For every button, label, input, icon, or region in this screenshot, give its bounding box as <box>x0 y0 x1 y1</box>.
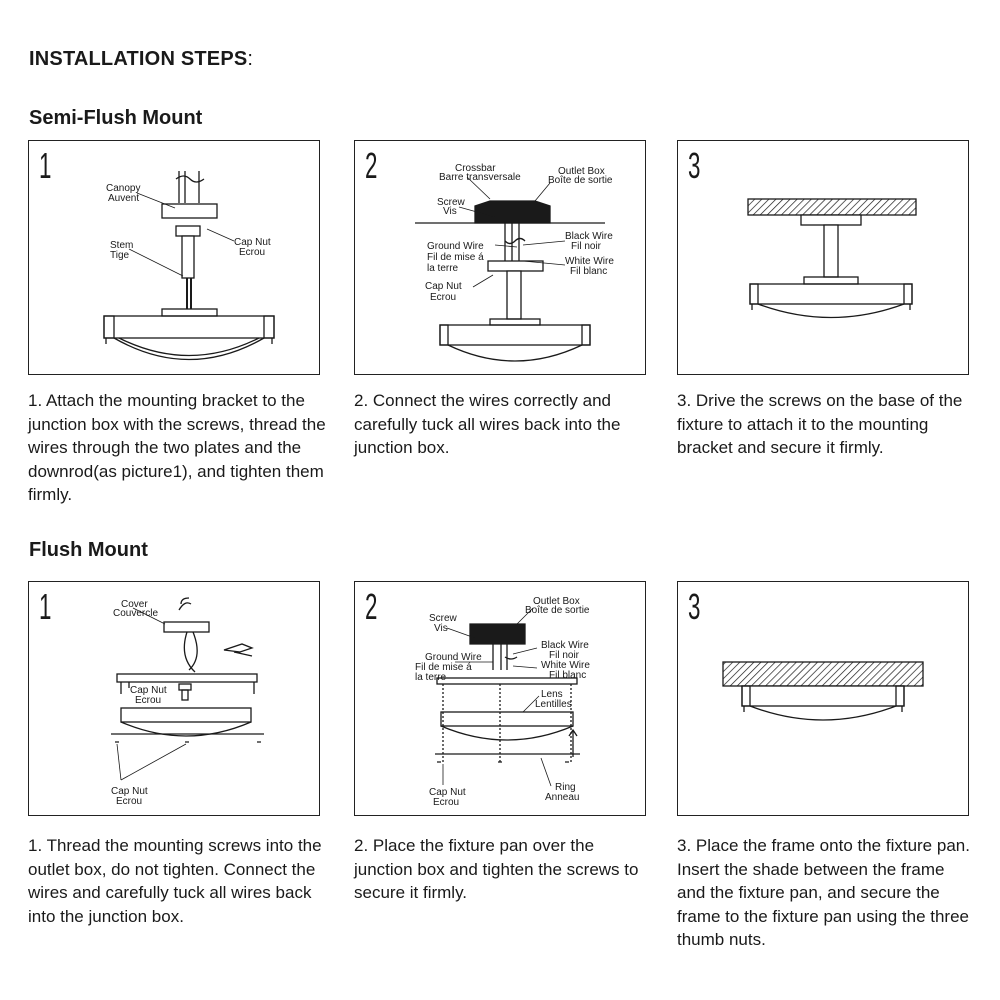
label-outlet-box: Outlet Box <box>558 166 605 177</box>
label-cap-nut: Cap Nut <box>425 281 462 292</box>
label-ecrou-bottom: Ecrou <box>116 796 142 807</box>
diagram-flush-step-1: 1 Cover Couvercle Cap Nut Ecrou Cap Nut … <box>28 581 320 816</box>
label-fil-noir: Fil noir <box>571 241 602 252</box>
label-cap-nut-top: Cap Nut <box>130 685 167 696</box>
label-couvercle: Couvercle <box>113 608 158 619</box>
step-number: 3 <box>688 145 701 186</box>
label-ground-wire: Ground Wire <box>427 241 484 252</box>
label-ground-wire: Ground Wire <box>425 652 482 663</box>
label-cap-nut: Cap Nut <box>234 237 271 248</box>
label-black-wire: Black Wire <box>565 231 613 242</box>
label-cap-nut-bottom: Cap Nut <box>111 786 148 797</box>
step-number: 2 <box>365 145 378 186</box>
step-caption: 3. Place the frame onto the fixture pan.… <box>677 836 970 949</box>
label-canopy: Canopy <box>106 183 140 194</box>
label-lentilles: Lentilles <box>535 699 572 710</box>
diagram-semi-flush-step-1: 1 Canopy Auvent Stem Tige Cap Nut Ecrou <box>28 140 320 375</box>
label-white-wire: White Wire <box>541 660 590 671</box>
diagram-flush-step-3: 3 <box>677 581 969 816</box>
label-screw: Screw <box>429 613 458 624</box>
label-ecrou: Ecrou <box>430 292 456 303</box>
label-fil-de-mise: Fil de mise á <box>415 662 472 673</box>
label-outlet-box: Outlet Box <box>533 596 580 607</box>
semi-flush-step-2-illustration: Crossbar Barre transversale Outlet Box B… <box>415 163 614 362</box>
label-crossbar: Crossbar <box>455 163 496 174</box>
step-caption: 2. Place the fixture pan over the juncti… <box>354 836 639 902</box>
step-caption: 1. Attach the mounting bracket to the ju… <box>28 391 326 504</box>
label-white-wire: White Wire <box>565 256 614 267</box>
semi-flush-step-3-illustration <box>747 198 917 319</box>
label-fil-blanc: Fil blanc <box>549 670 586 681</box>
label-anneau: Anneau <box>545 792 579 803</box>
label-black-wire: Black Wire <box>541 640 589 651</box>
label-la-terre: la terre <box>427 263 459 274</box>
semi-flush-step-1-illustration: Canopy Auvent Stem Tige Cap Nut Ecrou <box>103 171 275 361</box>
page-title: INSTALLATION STEPS: <box>29 48 254 70</box>
label-fil-de-mise: Fil de mise á <box>427 252 484 263</box>
step-number: 1 <box>39 145 52 186</box>
step-number: 1 <box>39 586 52 627</box>
label-fil-blanc: Fil blanc <box>570 266 607 277</box>
diagram-semi-flush-step-2: 2 Crossbar Barre transversale Outlet Bo <box>354 140 646 375</box>
flush-step-3-illustration <box>722 661 924 721</box>
label-screw: Screw <box>437 197 466 208</box>
section-heading-semi-flush: Semi-Flush Mount <box>29 107 203 129</box>
label-stem: Stem <box>110 240 133 251</box>
label-tige: Tige <box>110 250 130 261</box>
label-la-terre: la terre <box>415 672 447 683</box>
step-caption: 1. Thread the mounting screws into the o… <box>28 836 322 926</box>
label-ring: Ring <box>555 782 576 793</box>
label-ecrou: Ecrou <box>433 797 459 808</box>
step-number: 3 <box>688 586 701 627</box>
label-lens: Lens <box>541 689 563 700</box>
label-boite: Boîte de sortie <box>548 175 613 186</box>
label-auvent: Auvent <box>108 193 139 204</box>
step-caption: 2. Connect the wires correctly and caref… <box>354 391 621 457</box>
diagram-flush-step-2: 2 Outlet Box Boîte de sortie Screw <box>354 581 646 816</box>
label-cover: Cover <box>121 599 148 610</box>
label-ecrou-top: Ecrou <box>135 695 161 706</box>
step-number: 2 <box>365 586 378 627</box>
diagram-semi-flush-step-3: 3 <box>677 140 969 375</box>
label-fil-noir: Fil noir <box>549 650 580 661</box>
section-heading-flush: Flush Mount <box>29 539 148 561</box>
label-boite: Boîte de sortie <box>525 605 590 616</box>
label-vis: Vis <box>443 206 457 217</box>
label-barre: Barre transversale <box>439 172 521 183</box>
label-vis: Vis <box>434 623 448 634</box>
flush-step-1-illustration: Cover Couvercle Cap Nut Ecrou Cap Nut Ec… <box>111 597 264 807</box>
label-ecrou: Ecrou <box>239 247 265 258</box>
label-cap-nut: Cap Nut <box>429 787 466 798</box>
flush-step-2-illustration: Outlet Box Boîte de sortie Screw Vis Bla… <box>415 596 590 808</box>
step-caption: 3. Drive the screws on the base of the f… <box>677 391 963 457</box>
